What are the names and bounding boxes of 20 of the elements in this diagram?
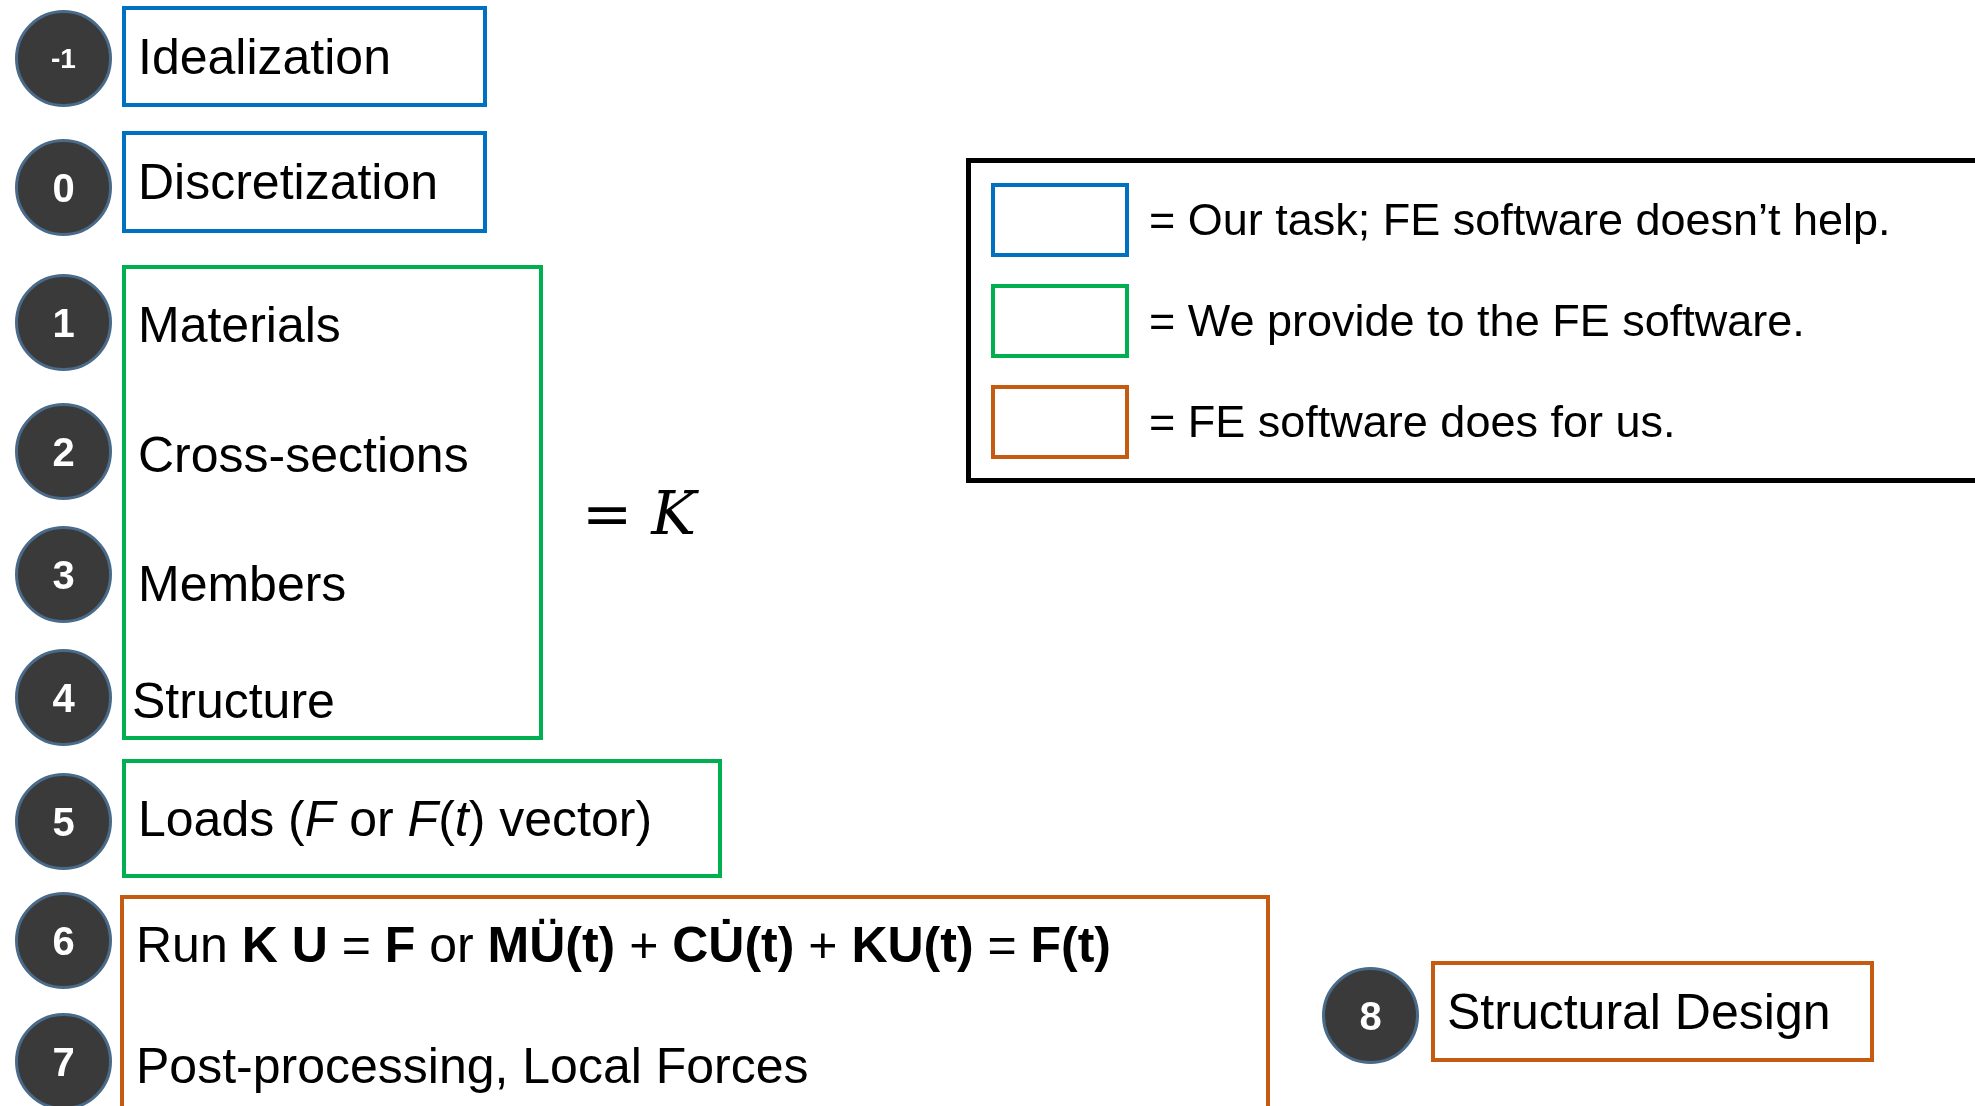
- step-label: Run K U = F or MÜ(t) + CU̇(t) + KU(t) = F(t): [136, 916, 1112, 975]
- step-box: [120, 895, 1270, 1106]
- step-box: [122, 131, 487, 233]
- legend-text: = We provide to the FE software.: [1149, 294, 1805, 349]
- legend-text: = Our task; FE software doesn’t help.: [1149, 193, 1891, 248]
- step-label: Loads (F or F(t) vector): [138, 789, 653, 849]
- legend-text: = FE software does for us.: [1149, 395, 1676, 450]
- step-box: [122, 6, 487, 107]
- step-label: Idealization: [138, 27, 391, 87]
- step-label: Materials: [138, 296, 341, 355]
- equation-label: = K: [582, 478, 697, 548]
- step-label: Structure: [132, 672, 335, 731]
- step-box: [122, 265, 543, 740]
- step-label: Structural Design: [1447, 982, 1831, 1042]
- step-label: Discretization: [138, 153, 439, 212]
- step-label: Members: [138, 555, 347, 614]
- step-label: Cross-sections: [138, 426, 469, 485]
- step-label: Post-processing, Local Forces: [136, 1037, 809, 1096]
- step-box: [122, 759, 722, 878]
- step-box: [1431, 961, 1874, 1062]
